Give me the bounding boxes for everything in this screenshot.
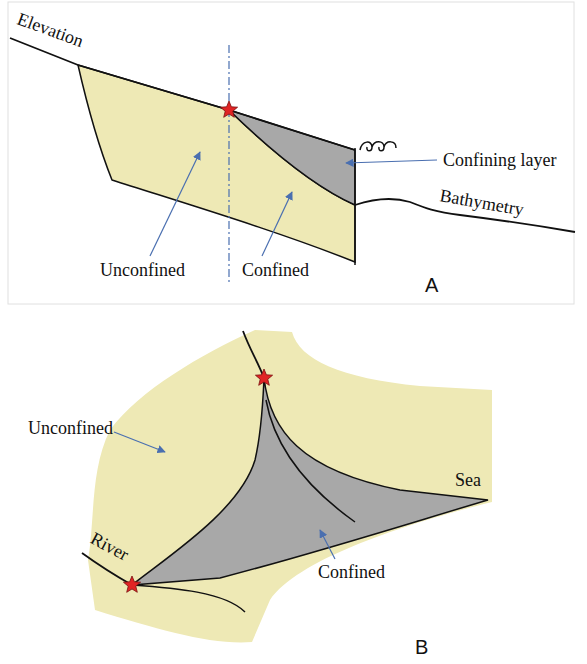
feature-label: River	[87, 528, 132, 564]
region-label: Confined	[318, 562, 385, 582]
feature-label: Sea	[455, 470, 481, 490]
region-label: Confined	[242, 260, 309, 280]
location-star	[123, 576, 140, 592]
panel-frame	[8, 2, 574, 304]
panel-letter: A	[425, 275, 438, 295]
axis-label: Elevation	[15, 9, 87, 51]
panel-letter: B	[415, 637, 428, 657]
leader-arrow	[346, 160, 437, 163]
leader-arrow	[320, 530, 335, 559]
region-label: Unconfined	[28, 418, 113, 438]
river-line	[243, 331, 264, 378]
confined-region	[132, 378, 488, 585]
river-branch	[266, 400, 355, 522]
unconfined-aquifer	[78, 65, 355, 262]
leader-arrow	[150, 152, 200, 256]
location-star	[220, 101, 237, 117]
region-label: Unconfined	[100, 260, 185, 280]
axis-label: Bathymetry	[438, 185, 525, 219]
location-star	[255, 369, 272, 385]
boundary-line	[354, 148, 356, 265]
wave-symbol	[360, 142, 396, 151]
confining-layer	[229, 110, 355, 205]
river-branch	[132, 585, 245, 612]
elevation-line	[10, 38, 355, 150]
part-label: Confining layer	[443, 150, 556, 170]
unconfined-region	[88, 330, 492, 642]
section-line	[228, 45, 229, 285]
leader-arrow	[262, 192, 292, 256]
leader-arrow	[114, 432, 165, 452]
